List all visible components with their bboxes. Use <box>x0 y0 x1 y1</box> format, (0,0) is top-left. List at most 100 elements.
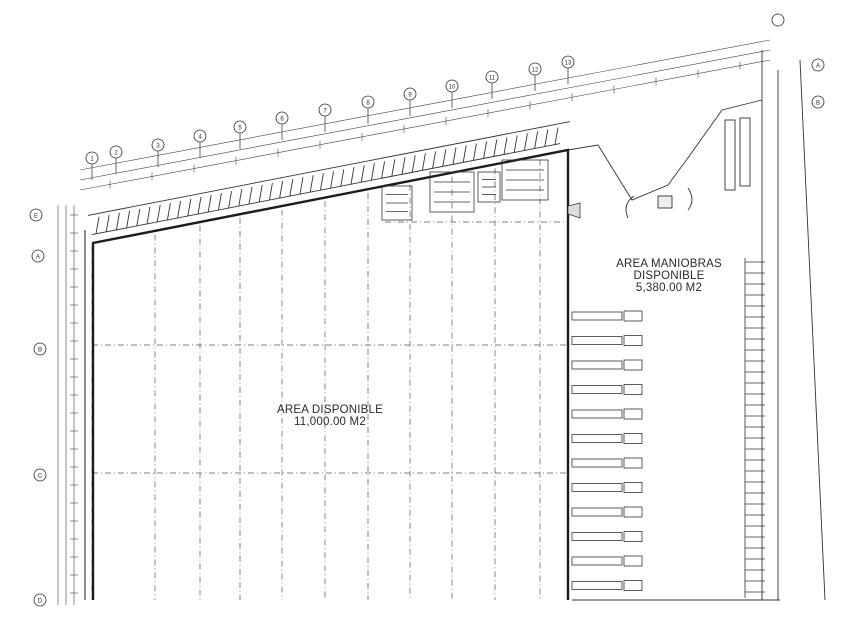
axis-bubble-top: 5 <box>233 120 247 149</box>
axis-bubble-top: 12 <box>528 62 542 91</box>
parking-stall <box>187 198 192 217</box>
parking-stall <box>554 127 559 145</box>
axis-bubble-label: 8 <box>366 101 370 107</box>
building-walls <box>84 148 570 600</box>
parking-stall <box>493 139 498 157</box>
axis-bubble-top: 6 <box>275 111 289 140</box>
axis-bubble-label: A <box>36 255 40 261</box>
parking-stall <box>95 216 100 234</box>
axis-bubble-circle <box>33 468 47 482</box>
dimension-line <box>79 59 771 191</box>
axis-bubble-top: 1 <box>85 151 99 180</box>
trailer-body <box>571 360 623 370</box>
property-line <box>799 59 826 601</box>
axis-bubble-circle <box>33 342 47 356</box>
parking-stall <box>289 179 294 197</box>
parked-truck-vertical <box>724 119 736 191</box>
truck-cab <box>623 335 643 346</box>
parking-stall <box>472 143 477 161</box>
truck-cab <box>623 506 643 518</box>
truck-cab <box>623 433 643 444</box>
axis-bubble-left: C <box>33 468 47 482</box>
axis-bubble-label: 4 <box>198 135 202 141</box>
trailer-body <box>571 507 623 517</box>
axis-bubble-label: 7 <box>323 109 327 115</box>
axis-bubble-left: B <box>33 342 47 356</box>
parking-stall <box>238 188 243 207</box>
truck-cab <box>623 408 643 420</box>
axis-bubble-label: B <box>38 348 42 354</box>
truck-cab <box>623 531 643 542</box>
maneuver-area-size: 5,380.00 M2 <box>635 282 703 294</box>
axis-bubble-circle <box>811 58 825 72</box>
parking-stall <box>432 151 437 169</box>
door-swing <box>687 187 693 211</box>
dimension-line <box>79 49 771 181</box>
trailer-body <box>571 434 623 443</box>
parking-stall <box>350 167 355 185</box>
axis-bubble-top: 7 <box>318 103 332 132</box>
parking-stall <box>126 210 131 228</box>
office-module <box>477 171 501 203</box>
yard-boundary <box>567 99 763 201</box>
parking-stall <box>360 165 365 183</box>
maneuver-area-stalls <box>744 258 765 598</box>
parking-stall <box>146 206 151 224</box>
office-module <box>429 171 475 213</box>
axis-bubble-circle <box>29 208 43 222</box>
parking-stall <box>462 145 467 163</box>
axis-bubble-circle <box>31 249 45 263</box>
axis-bubble-label: 3 <box>156 144 160 150</box>
parking-stall <box>166 202 171 221</box>
parking-stall <box>330 171 335 189</box>
trailer-body <box>571 311 623 321</box>
axis-bubble-label: A <box>816 64 820 70</box>
truck-cab <box>623 457 643 469</box>
truck-trailer <box>571 335 643 346</box>
parking-stall <box>309 175 314 193</box>
axis-bubble-label: C <box>38 474 43 480</box>
parking-stall <box>258 185 263 203</box>
truck-trailer <box>571 433 643 444</box>
left-axis-bubbles: A B C D E <box>29 208 47 607</box>
axis-bubble-top: 2 <box>109 145 123 174</box>
axis-bubble-label: E <box>34 214 38 220</box>
office-room <box>429 171 475 213</box>
truck-cab <box>623 384 643 395</box>
truck-trailer <box>571 359 643 371</box>
truck-trailer <box>571 457 643 469</box>
axis-bubble-label: B <box>816 101 820 107</box>
office-room <box>477 171 501 203</box>
trailer-body <box>571 458 623 468</box>
axis-bubble-label: 6 <box>280 117 284 123</box>
axis-bubble-label: 10 <box>449 85 456 91</box>
parking-stall <box>340 169 345 187</box>
axis-bubble-top: 3 <box>151 138 165 167</box>
parking-stall <box>483 141 488 159</box>
office-block <box>381 159 581 221</box>
trailer-body <box>571 336 623 345</box>
parking-stall <box>136 208 141 226</box>
axis-bubble-label: 11 <box>489 76 496 82</box>
parking-stall <box>248 186 253 205</box>
axis-bubble-right: B <box>811 95 825 109</box>
axis-bubble-label: D <box>38 599 43 605</box>
parking-stall <box>381 161 386 179</box>
parking-stall <box>197 196 202 215</box>
left-dimension-chain <box>57 205 78 605</box>
parking-stall <box>105 214 110 232</box>
axis-bubble-circle <box>33 593 47 607</box>
truck-trailer <box>571 506 643 518</box>
parking-stall <box>442 149 447 167</box>
parking-stall <box>401 157 406 175</box>
truck-cab <box>623 482 643 493</box>
parking-stall <box>228 190 233 209</box>
maneuver-area-label: AREA MANIOBRAS DISPONIBLE 5,380.00 M2 <box>584 258 754 294</box>
site-boundary <box>567 50 826 601</box>
parking-stall <box>115 212 120 230</box>
parking-stall <box>534 131 539 149</box>
axis-bubble-label: 5 <box>238 126 242 132</box>
axis-bubble-circle <box>811 95 825 109</box>
parking-stall <box>207 194 212 213</box>
